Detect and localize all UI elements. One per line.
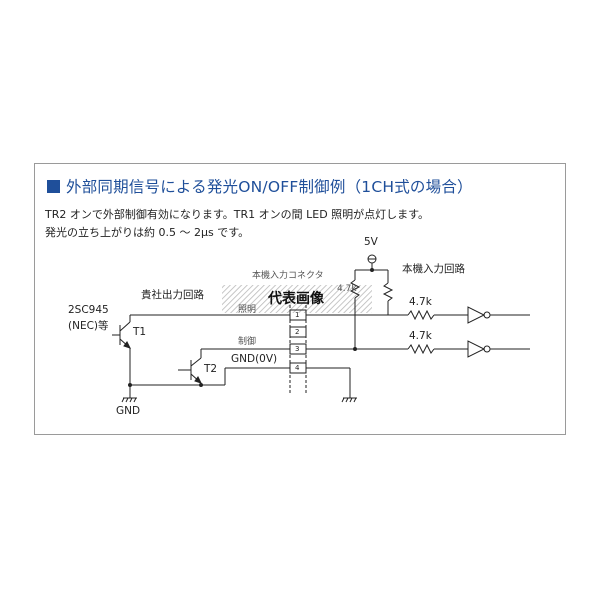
transistor-t1 bbox=[112, 315, 131, 349]
connector-pin-4: 4 bbox=[295, 364, 300, 372]
t2-label: T2 bbox=[204, 363, 218, 375]
resistor-4-7k-1 bbox=[407, 309, 435, 321]
junction-dot bbox=[199, 383, 203, 387]
inverter-2 bbox=[467, 340, 491, 358]
supply-5v-label: 5V bbox=[364, 236, 378, 248]
resistor-4-7k-2-label: 4.7k bbox=[409, 330, 432, 342]
resistor-4-7k-2 bbox=[407, 343, 435, 355]
connector-pin-3: 3 bbox=[295, 345, 300, 353]
control-label: 制御 bbox=[238, 337, 257, 347]
junction-dot bbox=[128, 383, 132, 387]
right-ground-symbol bbox=[341, 397, 357, 403]
section-heading: 外部同期信号による発光ON/OFF制御例（1CH式の場合） bbox=[47, 175, 473, 197]
gnd-ground-symbol bbox=[121, 397, 137, 403]
connector-pin-2: 2 bbox=[295, 328, 300, 336]
resistor-4-7k-1-label: 4.7k bbox=[409, 296, 432, 308]
pullup-resistor-1 bbox=[349, 279, 361, 299]
connector-pin-1: 1 bbox=[295, 311, 300, 319]
your-output-circuit-label: 貴社出力回路 bbox=[141, 289, 204, 301]
main-input-circuit-label: 本機入力回路 bbox=[402, 263, 465, 275]
resistor-top-partial-label: 4.7k bbox=[337, 284, 357, 294]
lighting-label: 照明 bbox=[238, 305, 257, 315]
gnd-0v-label: GND(0V) bbox=[231, 353, 278, 365]
connector-body bbox=[289, 305, 307, 395]
main-input-connector-label: 本機入力コネクタ bbox=[252, 271, 324, 281]
description-line-1: TR2 オンで外部制御有効になります。TR1 オンの間 LED 照明が点灯します… bbox=[45, 208, 430, 221]
heading-square-icon bbox=[47, 180, 60, 193]
description-line-2: 発光の立ち上がりは約 0.5 ～ 2μs です。 bbox=[45, 226, 250, 239]
supply-5v-symbol bbox=[355, 254, 388, 271]
gnd-label: GND bbox=[116, 405, 141, 417]
heading-text: 外部同期信号による発光ON/OFF制御例（1CH式の場合） bbox=[66, 178, 473, 196]
pullup-resistor-2 bbox=[382, 282, 394, 302]
watermark-label: 代表画像 bbox=[268, 291, 324, 307]
junction-dot bbox=[353, 347, 357, 351]
transistor-t2 bbox=[178, 349, 202, 384]
transistor-maker-label: (NEC)等 bbox=[68, 320, 109, 332]
hatched-input-area bbox=[222, 285, 372, 313]
transistor-model-label: 2SC945 bbox=[68, 304, 109, 316]
junction-dot bbox=[370, 268, 374, 272]
t1-label: T1 bbox=[133, 326, 147, 338]
inverter-1 bbox=[467, 306, 491, 324]
